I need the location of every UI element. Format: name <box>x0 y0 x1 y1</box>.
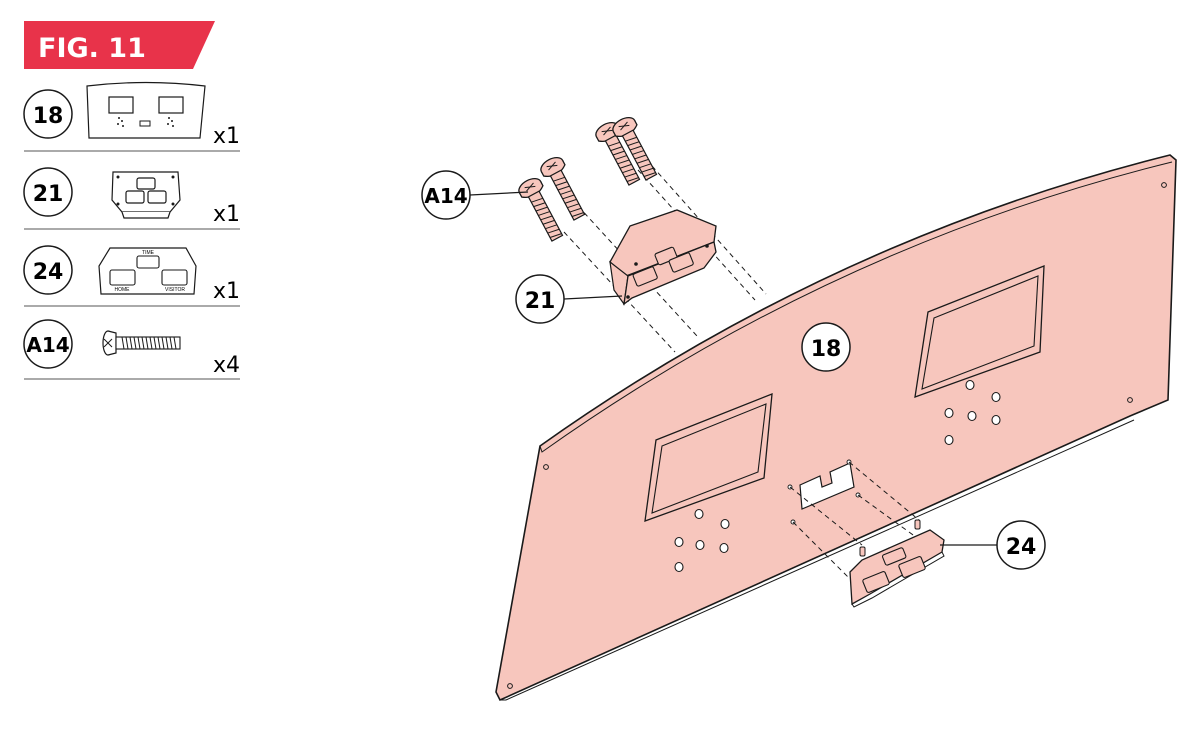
parts-list: 18 x1 21 <box>23 81 240 380</box>
part-quantity: x1 <box>213 279 240 304</box>
parts-row-a14: A14 x4 <box>23 319 240 380</box>
callout-label: 21 <box>525 289 556 314</box>
plate-label-home: HOME <box>115 287 131 293</box>
plate-24 <box>849 519 945 608</box>
part-id-badge <box>23 245 73 295</box>
parts-row-21: 21 x1 <box>23 167 240 230</box>
plate-label-time: TIME <box>142 250 155 256</box>
bracket-icon <box>111 171 181 219</box>
part-id: 24 <box>33 260 64 285</box>
callout-18: 18 <box>801 322 851 372</box>
plate-label-visitor: VISITOR <box>165 287 185 293</box>
label-plate-icon: TIME HOME VISITOR <box>98 247 197 295</box>
screw-icon <box>102 330 181 356</box>
callout-label: 18 <box>811 337 842 362</box>
figure-header: FIG. 11 <box>24 21 215 69</box>
assembly-view: A14 21 18 24 <box>421 113 1177 702</box>
callout-24: 24 <box>940 520 1046 570</box>
callout-21: 21 <box>515 274 623 324</box>
part-id: 18 <box>33 104 64 129</box>
panel-icon <box>86 81 206 139</box>
part-id-badge <box>23 319 73 369</box>
panel-18 <box>495 154 1177 702</box>
bracket-21 <box>609 209 717 306</box>
parts-row-18: 18 x1 <box>23 81 240 152</box>
header-banner <box>24 21 215 69</box>
callout-label: A14 <box>424 184 467 208</box>
part-quantity: x1 <box>213 124 240 149</box>
figure-title: FIG. 11 <box>38 33 146 64</box>
part-id-badge <box>23 89 73 139</box>
part-id: 21 <box>33 182 64 207</box>
part-id: A14 <box>26 333 69 357</box>
callout-label: 24 <box>1006 535 1037 560</box>
part-id-badge <box>23 167 73 217</box>
parts-row-24: 24 TIME HOME VISITOR x1 <box>23 245 240 307</box>
callout-a14: A14 <box>421 170 529 220</box>
part-quantity: x1 <box>213 202 240 227</box>
part-quantity: x4 <box>213 353 240 378</box>
